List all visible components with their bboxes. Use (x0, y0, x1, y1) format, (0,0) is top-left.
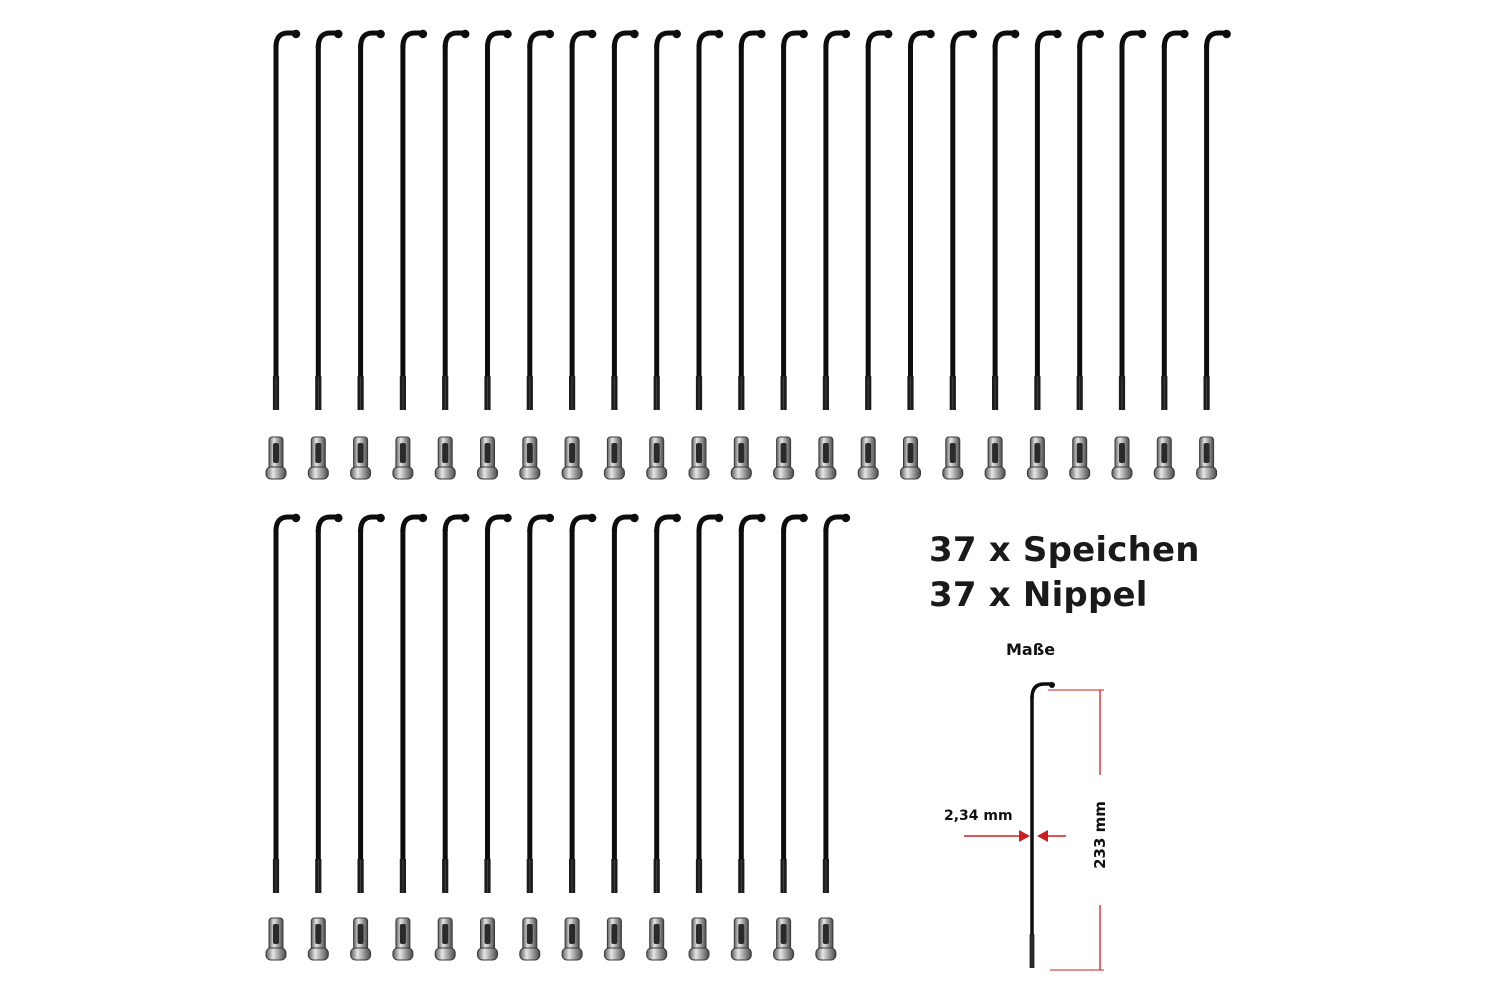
nipple (307, 917, 329, 961)
spoke (1029, 682, 1055, 968)
spoke-row-1 (265, 29, 1231, 480)
diameter-arrow-right-head (1037, 830, 1048, 842)
spoke (569, 29, 597, 410)
length-label: 233 mm (1091, 801, 1109, 869)
nipple (519, 436, 541, 480)
nipple (350, 436, 372, 480)
spoke (695, 29, 724, 410)
nipple (1196, 436, 1218, 480)
nipple (477, 436, 498, 480)
spoke (992, 29, 1020, 410)
nipple (773, 436, 795, 480)
nipple (307, 436, 329, 480)
nipple (1111, 436, 1133, 480)
spoke (272, 29, 301, 410)
nipple (434, 917, 456, 961)
nipple (350, 917, 372, 961)
spoke (780, 513, 808, 893)
spoke (1076, 29, 1104, 410)
nipple (730, 436, 752, 480)
spoke (653, 29, 681, 410)
quantity-headline: 37 x Speichen 37 x Nippel (929, 528, 1200, 618)
spoke (822, 513, 851, 893)
nipple (603, 917, 625, 961)
spoke (315, 513, 343, 893)
dimension-drawing (964, 682, 1104, 971)
spoke (907, 29, 935, 410)
spoke (780, 29, 808, 410)
nipple (561, 436, 583, 480)
nipple (773, 917, 795, 961)
nipple (392, 917, 414, 961)
spoke (399, 513, 428, 893)
nipple (688, 436, 710, 480)
spoke-row-2 (265, 513, 851, 961)
nipple (265, 436, 287, 480)
nipple (646, 917, 668, 961)
spoke (611, 29, 639, 410)
spoke (653, 513, 681, 893)
nipple (1153, 436, 1175, 480)
nipple (730, 917, 752, 961)
spoke (738, 513, 766, 893)
spoke (1203, 29, 1231, 410)
spoke (526, 513, 555, 893)
spoke (1034, 29, 1062, 410)
spoke (822, 29, 851, 410)
spoke (357, 29, 385, 410)
nipple (434, 436, 456, 480)
spoke (442, 29, 470, 410)
nipple (392, 436, 414, 480)
nipple (815, 436, 837, 480)
spoke (357, 513, 385, 893)
spoke (738, 29, 766, 410)
nipple (942, 436, 964, 480)
spoke (315, 29, 343, 410)
spoke (611, 513, 639, 893)
spoke (399, 29, 428, 410)
spoke-quantity-text: 37 x Speichen (929, 530, 1200, 570)
nipple (815, 917, 837, 961)
nipple (984, 436, 1006, 480)
spoke (442, 513, 470, 893)
spoke (695, 513, 724, 893)
spoke (484, 29, 512, 410)
nipple (900, 436, 921, 480)
nipple-quantity-text: 37 x Nippel (929, 575, 1148, 615)
nipple (477, 917, 498, 961)
spoke (272, 513, 301, 893)
nipple (1026, 436, 1048, 480)
nipple (1069, 436, 1091, 480)
nipple (561, 917, 583, 961)
nipple (603, 436, 625, 480)
dimensions-title: Maße (1006, 640, 1056, 659)
nipple (519, 917, 541, 961)
diameter-label: 2,34 mm (944, 808, 1013, 824)
nipple (688, 917, 710, 961)
spoke (865, 29, 893, 410)
nipple (265, 917, 287, 961)
diameter-arrow-left-head (1019, 830, 1030, 842)
nipple (857, 436, 879, 480)
nipple (646, 436, 668, 480)
spoke (526, 29, 555, 410)
spoke (484, 513, 512, 893)
spoke (569, 513, 597, 893)
spoke (1118, 29, 1147, 410)
spoke (1161, 29, 1189, 410)
spoke (949, 29, 978, 410)
